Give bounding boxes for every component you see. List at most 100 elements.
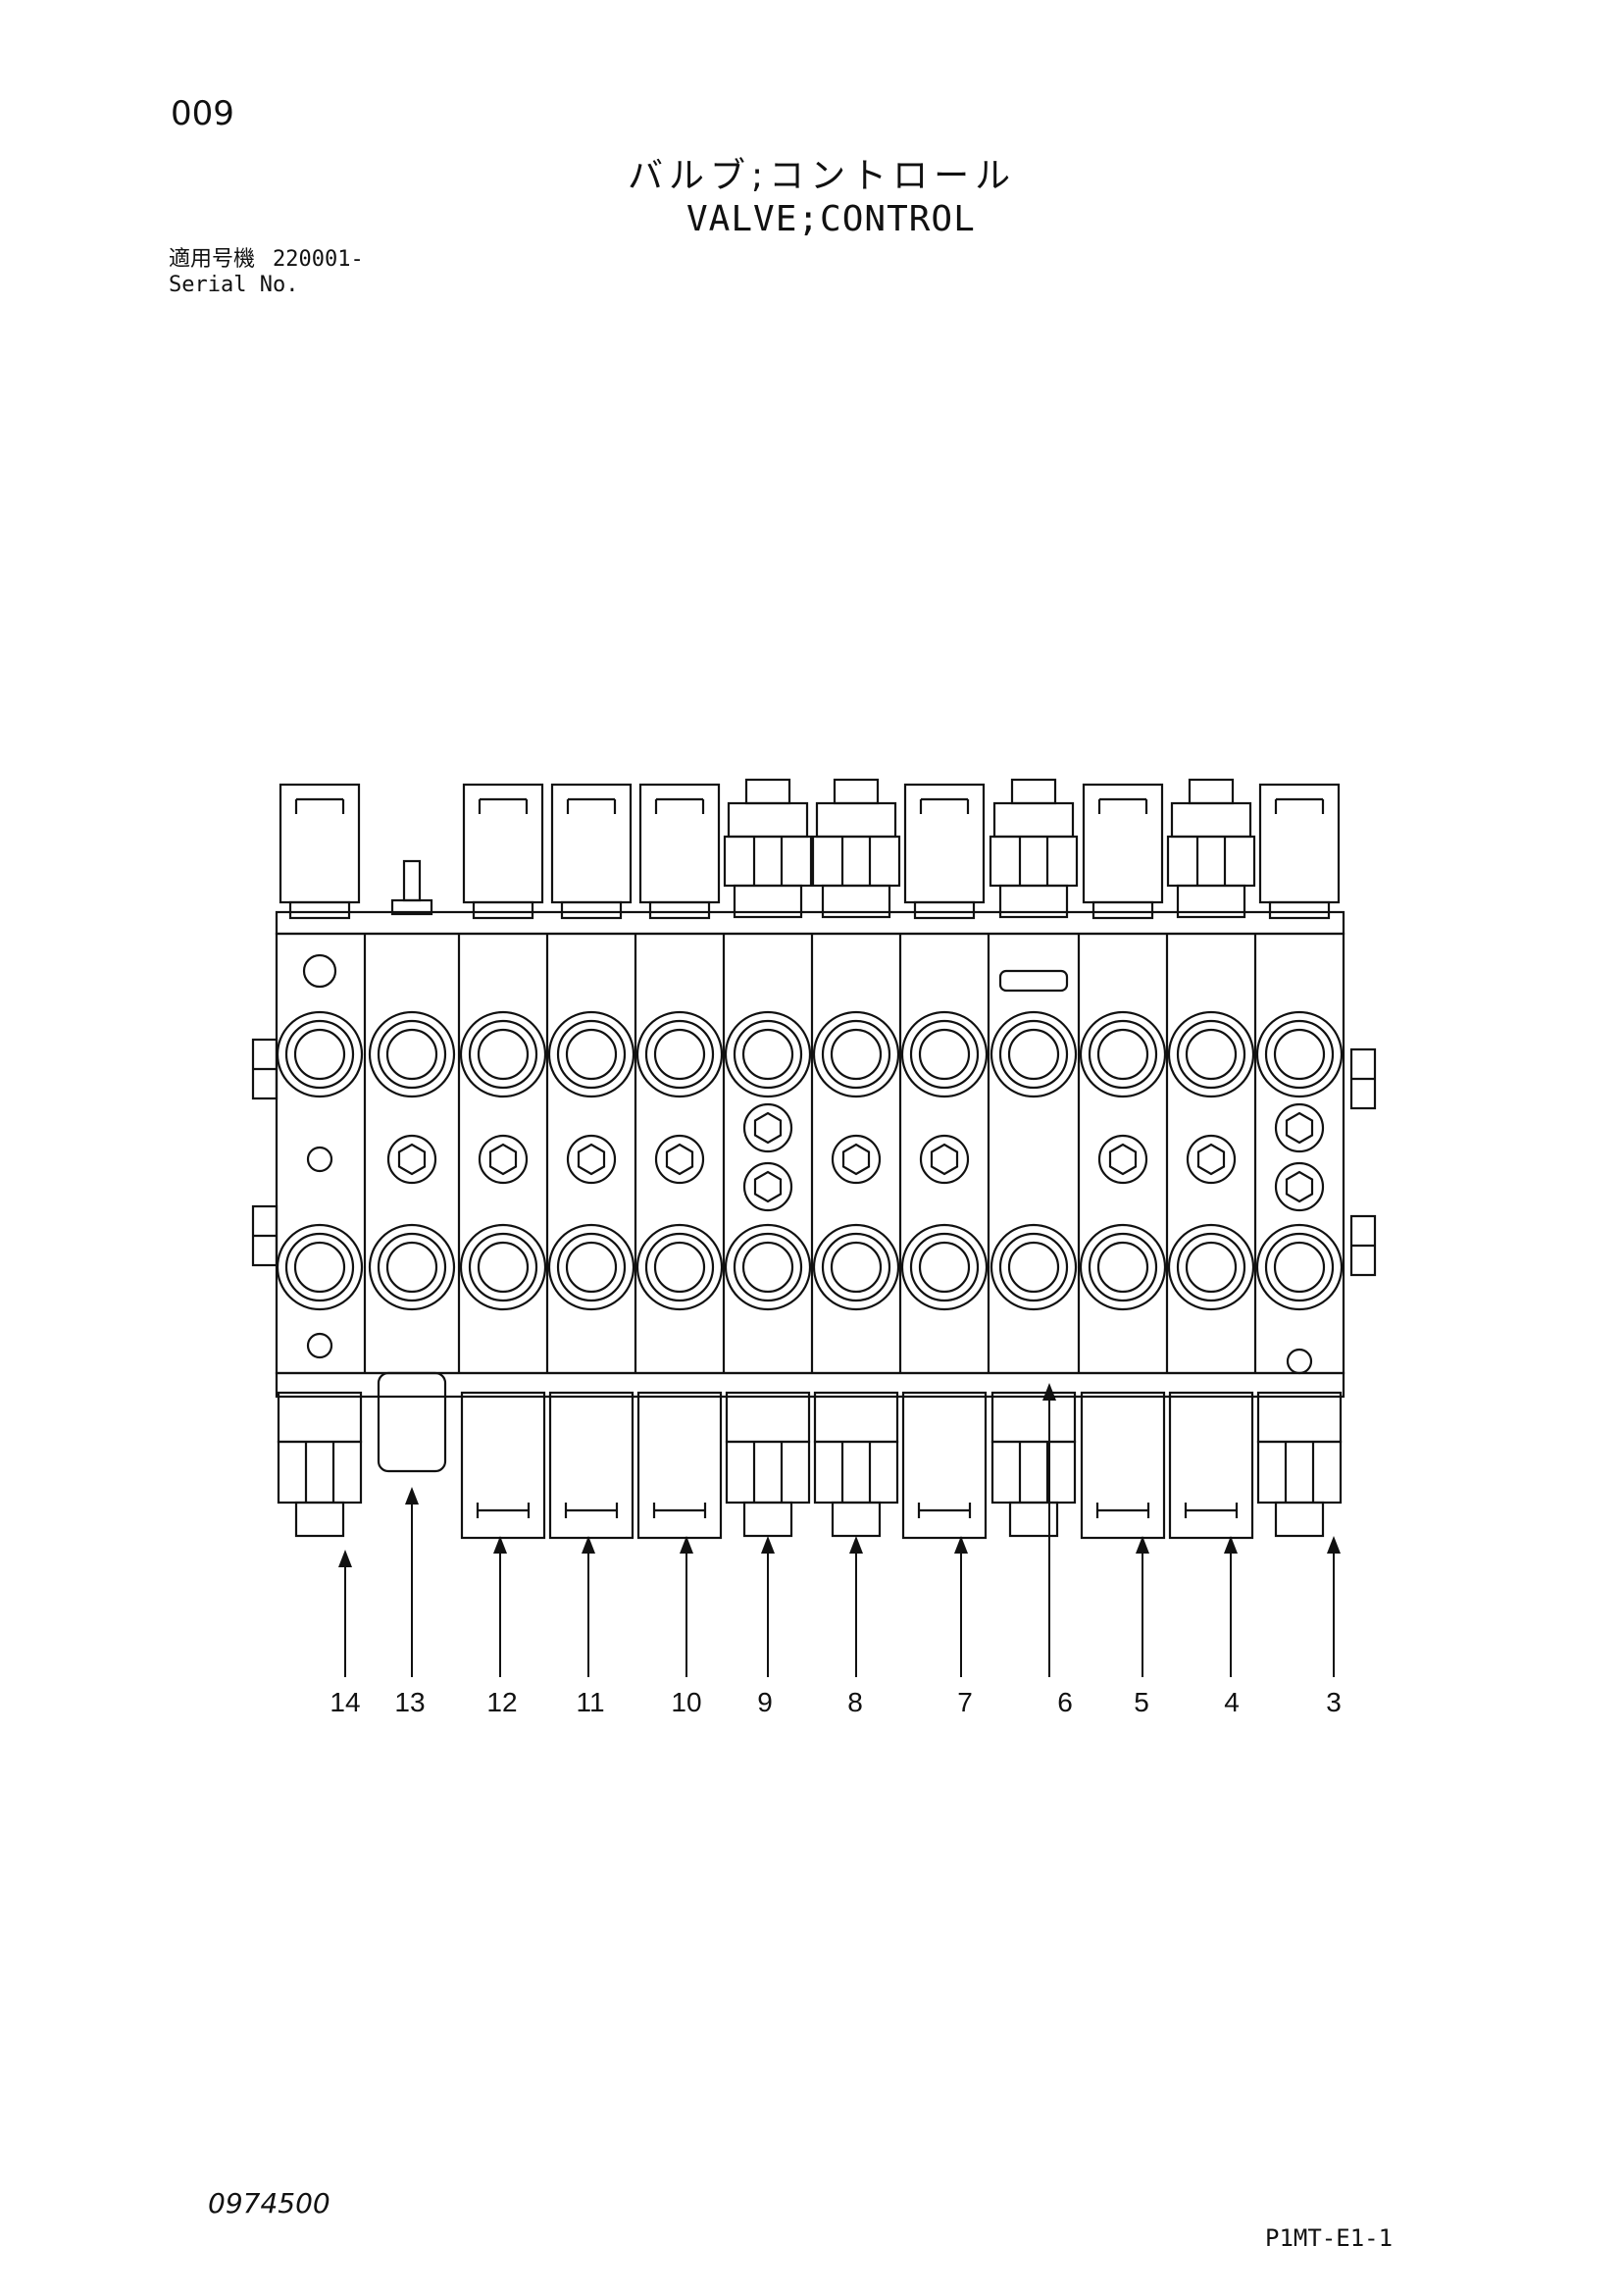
section-2-plug-outer [386, 1134, 437, 1185]
section-9-lower-port-outer [990, 1223, 1078, 1311]
section-8-lower-port-bore [918, 1241, 971, 1294]
section-1-lower-port-ring [284, 1232, 355, 1302]
section-10-lower-port-outer [1079, 1223, 1167, 1311]
callout-label-11: 11 [576, 1687, 604, 1717]
section-12-drain [1286, 1348, 1313, 1375]
section-6-bottom-fitting-cap [742, 1501, 793, 1538]
section-10-upper-port-ring [1088, 1019, 1158, 1090]
section-11-lower-port-bore [1185, 1241, 1238, 1294]
callout-label-9: 9 [757, 1687, 773, 1717]
callout-label-4: 4 [1224, 1687, 1240, 1717]
section-7-bottom-fitting-body [813, 1391, 899, 1444]
section-6-upper-port-outer [724, 1010, 812, 1098]
callout-arrowhead-13 [405, 1487, 419, 1505]
section-6-plug-a-outer [742, 1102, 793, 1153]
section-6-plug-b-outer [742, 1161, 793, 1212]
section-10-upper-port-outer [1079, 1010, 1167, 1098]
callout-arrowhead-12 [493, 1536, 507, 1554]
section-7-top-fitting-cap [833, 778, 880, 805]
section-8-top-solenoid-base [913, 900, 976, 920]
section-6-bottom-fitting-hex-nut [725, 1440, 811, 1505]
section-12-bottom-fitting-body [1256, 1391, 1343, 1444]
section-1-upper-port-outer [276, 1010, 364, 1098]
section-3-lower-port-outer [459, 1223, 547, 1311]
section-12-bottom-fitting-hex-nut [1256, 1440, 1343, 1505]
section-4-upper-port-bore [565, 1028, 618, 1081]
section-9-top-fitting-hex-nut [989, 835, 1079, 888]
section-7-upper-port-bore [830, 1028, 883, 1081]
section-10-top-solenoid-housing [1082, 783, 1164, 904]
section-6-top-fitting-body [733, 884, 803, 919]
section-4-top-solenoid-base [560, 900, 623, 920]
section-5-top-solenoid-housing [638, 783, 721, 904]
section-10-plug-hex [1108, 1143, 1138, 1176]
section-6-upper-port-ring [733, 1019, 803, 1090]
section-2-bottom-cap [377, 1371, 447, 1473]
callout-arrowhead-8 [849, 1536, 863, 1554]
section-7-upper-port-outer [812, 1010, 900, 1098]
section-7-top-fitting-hex-nut [811, 835, 901, 888]
section-12-plug-b-hex [1285, 1170, 1314, 1203]
section-1-bottom-fitting-cap [294, 1501, 345, 1538]
section-6-lower-port-outer [724, 1223, 812, 1311]
section-4-lower-port-bore [565, 1241, 618, 1294]
section-8-plug-hex [930, 1143, 959, 1176]
callout-label-6: 6 [1057, 1687, 1073, 1717]
section-10-lower-port-ring [1088, 1232, 1158, 1302]
section-2-plug-hex [397, 1143, 427, 1176]
section-12-bottom-fitting-cap [1274, 1501, 1325, 1538]
section-5-top-solenoid-base [648, 900, 711, 920]
section-3-plug-hex [488, 1143, 518, 1176]
section-12-top-solenoid-base [1268, 900, 1331, 920]
section-11-upper-port-ring [1176, 1019, 1246, 1090]
section-5-lower-port-ring [644, 1232, 715, 1302]
title-japanese: バルブ;コントロール [628, 156, 1017, 196]
callout-arrowhead-3 [1327, 1536, 1341, 1554]
section-9-bottom-fitting-body [990, 1391, 1077, 1444]
section-5-plug-hex [665, 1143, 694, 1176]
serial-label-jp: 適用号機 [169, 247, 256, 272]
section-8-lower-port-outer [900, 1223, 989, 1311]
section-2-stem-base [390, 898, 433, 916]
section-4-plug-outer [566, 1134, 617, 1185]
section-8-upper-port-bore [918, 1028, 971, 1081]
callout-arrowhead-6 [1042, 1383, 1056, 1401]
section-9-lower-port-bore [1007, 1241, 1060, 1294]
section-12-top-solenoid-housing [1258, 783, 1341, 904]
section-11-plug-hex [1196, 1143, 1226, 1176]
section-5-plug-outer [654, 1134, 705, 1185]
section-8-plug-outer [919, 1134, 970, 1185]
section-5-lower-port-bore [653, 1241, 706, 1294]
section-1-upper-port-bore [293, 1028, 346, 1081]
section-2-stem [402, 859, 422, 902]
section-2-lower-port-bore [385, 1241, 438, 1294]
section-2-upper-port-ring [377, 1019, 447, 1090]
section-7-lower-port-ring [821, 1232, 891, 1302]
section-6-bottom-fitting-body [725, 1391, 811, 1444]
section-stack-outline [275, 932, 1345, 1375]
section-9-top-fitting-cap [1010, 778, 1057, 805]
section-11-upper-port-outer [1167, 1010, 1255, 1098]
section-6-lower-port-ring [733, 1232, 803, 1302]
section-10-lower-port-bore [1096, 1241, 1149, 1294]
section-11-bottom-solenoid-housing [1168, 1391, 1254, 1540]
section-3-top-solenoid-base [472, 900, 534, 920]
section-3-bottom-solenoid-housing [460, 1391, 546, 1540]
callout-label-3: 3 [1326, 1687, 1342, 1717]
section-6-top-fitting-nut [727, 801, 809, 839]
section-1-top-solenoid-housing [279, 783, 361, 904]
section-7-lower-port-bore [830, 1241, 883, 1294]
section-9-bottom-fitting-cap [1008, 1501, 1059, 1538]
callout-label-14: 14 [330, 1687, 360, 1717]
callout-label-5: 5 [1134, 1687, 1149, 1717]
callout-label-7: 7 [957, 1687, 973, 1717]
section-7-lower-port-outer [812, 1223, 900, 1311]
section-1-lower-port-outer [276, 1223, 364, 1311]
page-number: 009 [171, 94, 234, 133]
section-8-top-solenoid-housing [903, 783, 986, 904]
callout-label-10: 10 [671, 1687, 701, 1717]
section-2-lower-port-outer [368, 1223, 456, 1311]
section-2-upper-port-outer [368, 1010, 456, 1098]
section-10-bottom-solenoid-housing [1080, 1391, 1166, 1540]
